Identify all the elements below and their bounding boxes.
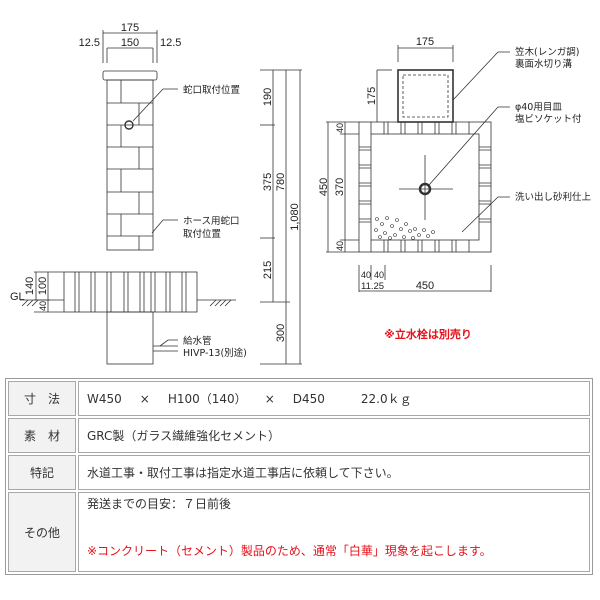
dim-middle: 375 [262, 173, 274, 191]
label-hose-faucet-2: 取付位置 [183, 228, 221, 240]
dim-wall-left-b: 40 [374, 270, 384, 280]
shipping-estimate: 発送までの目安：７日前後 [87, 497, 232, 511]
dim-cap-width: 175 [416, 36, 434, 48]
dim-total-height: 1,080 [289, 203, 301, 231]
label-drain-1: φ40用目皿 [515, 102, 562, 113]
row-label-other: その他 [8, 492, 76, 572]
times-sign: × [264, 392, 275, 406]
dim-underground: 300 [275, 324, 287, 342]
dim-wall-top: 40 [335, 123, 345, 133]
dim-upper: 190 [262, 88, 274, 106]
label-cap-1: 笠木(レンガ調) [515, 46, 579, 58]
label-supply-pipe-2: HIVP-13(別途) [183, 347, 247, 359]
table-row-dimensions: 寸 法 W450 × H100（140） × D450 22.0ｋｇ [8, 381, 590, 416]
row-label-material: 素 材 [8, 418, 76, 453]
dim-total-width: 175 [121, 22, 139, 34]
dim-column-height: 780 [275, 173, 287, 191]
dim-height: H100（140） [167, 392, 247, 406]
table-row-special-note: 特記 水道工事・取付工事は指定水道工事店に依頼して下さい。 [8, 455, 590, 490]
row-label-special-note: 特記 [8, 455, 76, 490]
dim-lower: 215 [262, 261, 274, 279]
dim-outer-depth: 450 [318, 178, 330, 196]
row-value-material: GRC製（ガラス繊維強化セメント） [78, 418, 590, 453]
dim-inner-width: 150 [121, 37, 139, 49]
label-ground-level: GL [10, 291, 25, 303]
notice-sold-separately: ※立水栓は別売り [384, 327, 472, 341]
table-row-other: その他 発送までの目安：７日前後 ※コンクリート（セメント）製品のため、通常「白… [8, 492, 590, 572]
dim-above-ground: 100 [37, 277, 49, 295]
dim-outer-width: 450 [416, 280, 434, 292]
row-value-dimensions: W450 × H100（140） × D450 22.0ｋｇ [78, 381, 590, 416]
dim-base-height: 140 [24, 277, 36, 295]
gravel-pattern [374, 216, 435, 240]
dim-right-margin: 12.5 [160, 37, 181, 49]
label-cap-2: 裏面水切り溝 [515, 58, 573, 70]
dim-cap-depth: 175 [366, 87, 378, 105]
times-sign: × [139, 392, 150, 406]
spec-table: 寸 法 W450 × H100（140） × D450 22.0ｋｇ 素 材 GRC製（ガ… [5, 378, 593, 575]
dim-below-ground: 40 [38, 301, 48, 311]
dim-wall-left-a: 40 [361, 270, 371, 280]
row-value-other: 発送までの目安：７日前後 ※コンクリート（セメント）製品のため、通常「白華」現象… [78, 492, 590, 572]
efflorescence-warning: ※コンクリート（セメント）製品のため、通常「白華」現象を起こします。 [87, 544, 492, 558]
label-gravel: 洗い出し砂利仕上 [515, 191, 592, 203]
row-value-special-note: 水道工事・取付工事は指定水道工事店に依頼して下さい。 [78, 455, 590, 490]
dim-wall-bottom: 40 [335, 241, 345, 251]
dim-left-margin: 12.5 [79, 37, 100, 49]
dim-depth: D450 [292, 392, 325, 406]
label-supply-pipe-1: 給水管 [183, 335, 212, 347]
label-drain-2: 塩ビソケット付 [515, 113, 582, 125]
dim-offset: 11.25 [361, 281, 384, 292]
weight: 22.0ｋｇ [360, 392, 412, 406]
dim-width: W450 [87, 392, 122, 406]
table-row-material: 素 材 GRC製（ガラス繊維強化セメント） [8, 418, 590, 453]
technical-drawing: 175 150 12.5 12.5 蛇口取付位置 ホース用蛇口 取付位置 給水管… [10, 22, 592, 365]
label-faucet-position: 蛇口取付位置 [183, 84, 240, 96]
dim-inner-depth: 370 [334, 178, 346, 196]
row-label-dimensions: 寸 法 [8, 381, 76, 416]
label-hose-faucet-1: ホース用蛇口 [183, 215, 240, 227]
